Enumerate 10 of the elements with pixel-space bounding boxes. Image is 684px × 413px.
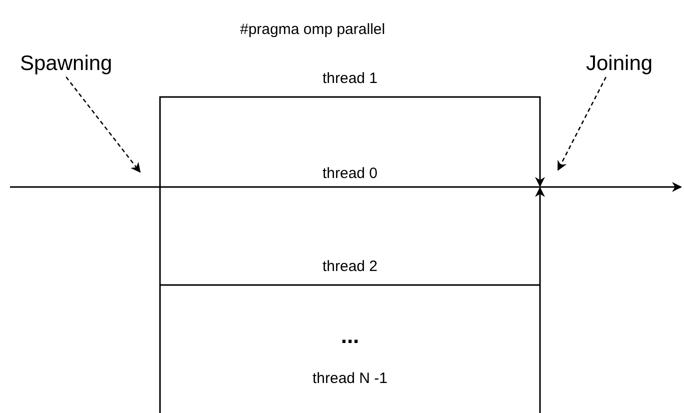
callout-text: Joining	[586, 52, 653, 76]
directive-text: #pragma omp parallel	[240, 21, 386, 38]
leader-arrow	[66, 76, 141, 173]
thread-label: thread 2	[322, 258, 378, 275]
thread-label: thread N -1	[312, 370, 388, 387]
thread-label: thread 1	[322, 70, 378, 87]
leader-arrow	[557, 76, 607, 171]
thread-label: thread 0	[322, 165, 378, 182]
ellipsis-text: ...	[340, 323, 360, 349]
callout-text: Spawning	[20, 52, 112, 76]
